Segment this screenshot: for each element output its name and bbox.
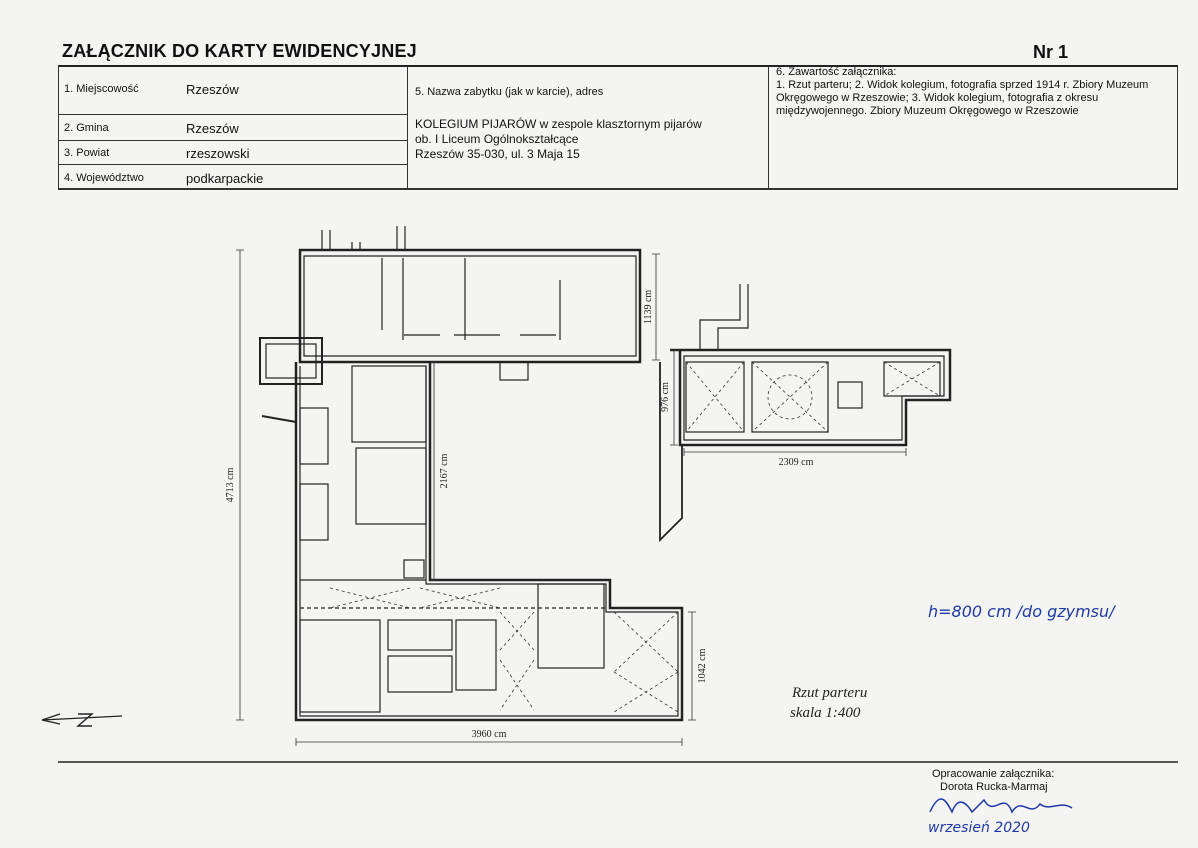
prepared-by-author: Dorota Rucka-Marmaj (940, 781, 1048, 793)
dimension-total-height: 4713 cm (225, 467, 236, 502)
table-right-border (1177, 66, 1178, 189)
monument-current-use: ob. I Liceum Ogólnokształcące (415, 132, 579, 146)
dimension-north-wing: 1139 cm (643, 290, 654, 325)
dimension-lines (236, 249, 907, 746)
dimension-total-width: 3960 cm (472, 729, 507, 740)
monument-address: Rzeszów 35-030, ul. 3 Maja 15 (415, 147, 580, 161)
row-divider-2 (58, 140, 408, 141)
plan-caption-scale: skala 1:400 (790, 705, 861, 721)
monument-label: 5. Nazwa zabytku (jak w karcie), adres (415, 86, 604, 98)
field-value-locality: Rzeszów (186, 82, 239, 97)
field-value-voivodeship: podkarpackie (186, 171, 264, 186)
height-note: h=800 cm /do gzymsu/ (928, 602, 1116, 621)
document-title: ZAŁĄCZNIK DO KARTY EWIDENCYJNEJ (62, 41, 417, 61)
table-divider-2 (768, 66, 769, 189)
dimension-south-wing: 1042 cm (697, 648, 708, 683)
field-label-voivodeship: 4. Województwo (64, 172, 144, 184)
table-divider-1 (407, 66, 408, 189)
monument-name: KOLEGIUM PIJARÓW w zespole klasztornym p… (415, 117, 702, 131)
table-bottom-border (58, 188, 1178, 190)
prepared-by-label: Opracowanie załącznika: (932, 768, 1055, 780)
field-label-municipality: 2. Gmina (64, 122, 109, 134)
table-left-border (58, 66, 59, 189)
preparation-date: wrzesień 2020 (928, 820, 1030, 836)
row-divider-3 (58, 164, 408, 165)
contents-title: 6. Zawartość załącznika: (776, 66, 897, 78)
header-rule (58, 65, 1178, 67)
prepared-by-block: Opracowanie załącznika: Dorota Rucka-Mar… (932, 768, 1054, 794)
plan-walls (259, 226, 952, 722)
dimension-annex-depth: 976 cm (660, 382, 671, 412)
contents-text: 1. Rzut parteru; 2. Widok kolegium, foto… (776, 79, 1149, 117)
document-number: Nr 1 (1033, 42, 1069, 62)
monument-name-block: KOLEGIUM PIJARÓW w zespole klasztornym p… (415, 117, 760, 162)
field-label-district: 3. Powiat (64, 147, 110, 159)
field-value-municipality: Rzeszów (186, 121, 239, 136)
row-divider-1 (58, 114, 408, 115)
field-label-locality: 1. Miejscowość (64, 83, 139, 95)
plan-caption-title: Rzut parteru (791, 685, 867, 701)
field-value-district: rzeszowski (186, 146, 250, 161)
dimension-east-wing: 2167 cm (439, 453, 450, 488)
north-arrow-icon (41, 713, 123, 727)
dimension-annex-width: 2309 cm (779, 457, 814, 468)
vault-lines (329, 361, 941, 713)
signature (929, 798, 1073, 814)
